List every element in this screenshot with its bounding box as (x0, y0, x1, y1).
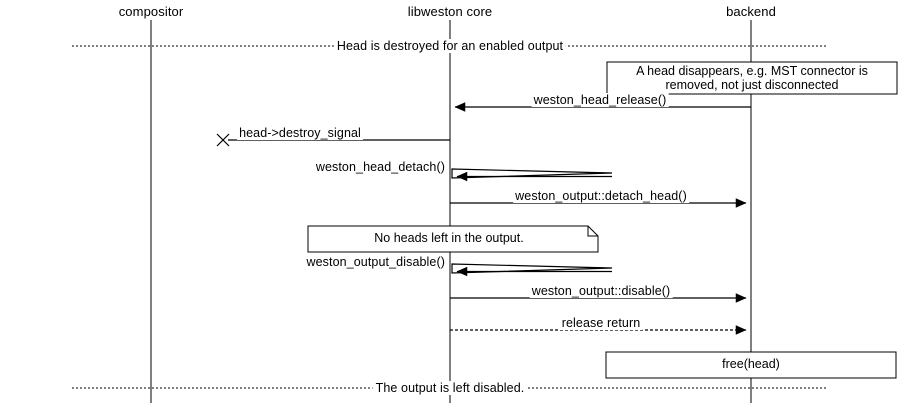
participant-label-compositor: compositor (118, 4, 184, 19)
participant-label-backend: backend (726, 4, 776, 19)
note-no-heads-left-shape (307, 225, 599, 253)
divider-label-top: Head is destroyed for an enabled output (333, 39, 567, 53)
note-free-head-shape (605, 351, 897, 379)
message-weston-output-disable-selfloop (451, 263, 613, 277)
message-label-weston-head-detach: weston_head_detach() (313, 160, 447, 174)
message-label-weston-output-disable-self: weston_output_disable() (304, 255, 447, 269)
message-head-destroy-signal-arrow (216, 133, 450, 147)
note-label-head-disappears: A head disappears, e.g. MST connector is… (636, 64, 868, 92)
message-label-release-return: release return (559, 316, 643, 330)
note-label-free-head: free(head) (722, 357, 780, 371)
note-head-disappears-shape (606, 61, 898, 95)
divider-label-bottom: The output is left disabled. (372, 381, 528, 395)
participant-label-libweston-core: libweston core (407, 4, 493, 19)
message-label-weston-head-release: weston_head_release() (531, 93, 669, 107)
note-label-no-heads-left: No heads left in the output. (374, 231, 524, 245)
message-label-weston-output-detach-head: weston_output::detach_head() (513, 189, 689, 203)
message-label-head-destroy-signal: head->destroy_signal (237, 126, 363, 140)
message-weston-head-detach-selfloop (451, 168, 613, 182)
message-label-weston-output-disable: weston_output::disable() (529, 284, 673, 298)
